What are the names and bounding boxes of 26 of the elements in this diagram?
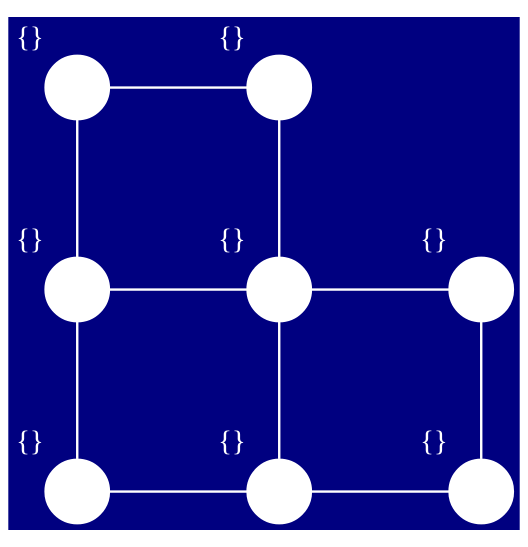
node-label: {} <box>16 21 44 54</box>
node-label: {} <box>420 223 448 256</box>
node-label: {} <box>218 223 246 256</box>
connector <box>110 86 247 89</box>
connector <box>278 120 280 257</box>
connector <box>110 288 247 291</box>
node-label: {} <box>16 425 44 458</box>
node-circle <box>448 458 514 524</box>
connector <box>110 490 247 493</box>
node-circle <box>246 256 312 322</box>
node-label: {} <box>218 21 246 54</box>
node-circle <box>44 256 110 322</box>
connector <box>312 288 449 291</box>
node-label: {} <box>218 425 246 458</box>
connector <box>278 322 280 459</box>
connector <box>312 490 449 493</box>
node-circle <box>246 54 312 120</box>
node-circle <box>44 458 110 524</box>
node-label: {} <box>16 223 44 256</box>
node-circle <box>44 54 110 120</box>
connector <box>480 322 482 459</box>
connector <box>76 120 78 257</box>
node-circle <box>448 256 514 322</box>
connector <box>76 322 78 459</box>
node-circle <box>246 458 312 524</box>
node-label: {} <box>420 425 448 458</box>
